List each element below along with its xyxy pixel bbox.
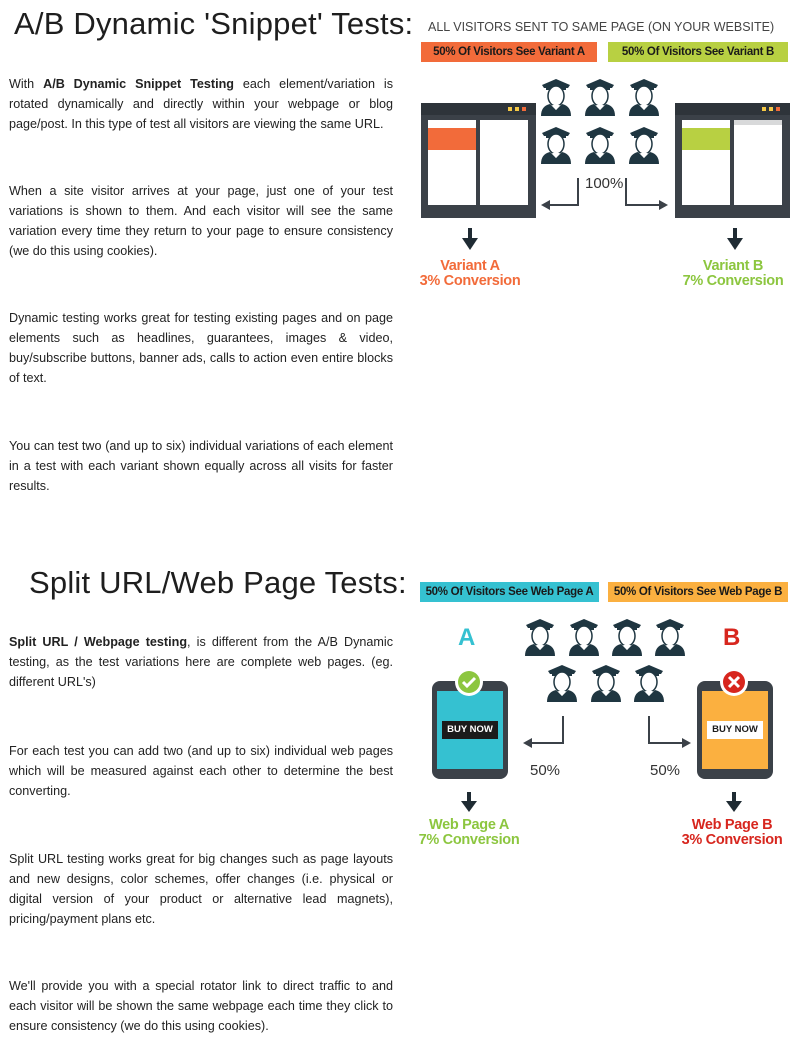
section1-paragraph-2: When a site visitor arrives at your page… [9, 184, 393, 258]
paragraph-bold-text: Split URL / Webpage testing [9, 635, 188, 649]
variant-b-name: Variant B [702, 258, 764, 274]
letter-a: A [458, 624, 476, 651]
buy-now-button-a: BUY NOW [442, 721, 498, 739]
variant-b-conversion: 7% Conversion [682, 273, 784, 289]
down-arrow-icon [462, 228, 478, 250]
variant-a-name: Variant A [440, 258, 500, 274]
paragraph-text: each element/variation is rotated dynami… [9, 77, 394, 131]
letter-b: B [723, 624, 741, 651]
section2-paragraph-2: For each test you can add two (and up to… [9, 744, 393, 798]
section2-paragraph-1: Split URL / Webpage testing, is differen… [9, 632, 393, 692]
variant-a-browser [421, 103, 536, 218]
variant-b-browser [675, 103, 790, 218]
web-page-b-name: Web Page B [691, 817, 773, 833]
section1-paragraph-3: Dynamic testing works great for testing … [9, 311, 393, 385]
down-arrow-icon [461, 792, 477, 812]
split-arrows-icon [548, 178, 661, 206]
down-arrow-icon [726, 792, 742, 812]
web-page-a-conversion: 7% Conversion [418, 832, 520, 848]
down-arrow-icon [727, 228, 743, 250]
section1-paragraph-1: With A/B Dynamic Snippet Testing each el… [9, 74, 393, 134]
variant-a-result: Variant A 3% Conversion [410, 259, 530, 289]
paragraph-text: , is different from the A/B Dynamic test… [9, 635, 393, 689]
diagram1-header: ALL VISITORS SENT TO SAME PAGE (ON YOUR … [428, 20, 775, 34]
visitor-group-icon [540, 78, 660, 165]
web-page-b-tag: 50% Of Visitors See Web Page B [608, 582, 788, 602]
web-page-a-result: Web Page A 7% Conversion [409, 818, 529, 848]
paragraph-bold-text: A/B Dynamic Snippet Testing [43, 77, 234, 91]
buy-now-button-b: BUY NOW [707, 721, 763, 739]
percent-b: 50% [650, 762, 681, 779]
web-page-b-conversion: 3% Conversion [681, 832, 783, 848]
center-percent: 100% [585, 175, 624, 192]
visitor-group-icon [524, 618, 686, 703]
diagram1-graphics [421, 78, 790, 250]
section1-title: A/B Dynamic 'Snippet' Tests: [14, 6, 414, 41]
tablet-b-icon [697, 668, 773, 779]
paragraph-text: With [9, 77, 44, 91]
web-page-a-tag: 50% Of Visitors See Web Page A [420, 582, 599, 602]
split-arrows-icon [530, 716, 684, 744]
section2-paragraph-4: We'll provide you with a special rotator… [9, 979, 393, 1033]
web-page-a-name: Web Page A [429, 817, 509, 833]
variant-a-tag: 50% Of Visitors See Variant A [421, 42, 597, 62]
section2-paragraph-3: Split URL testing works great for big ch… [9, 852, 393, 926]
web-page-b-result: Web Page B 3% Conversion [672, 818, 792, 848]
section2-title: Split URL/Web Page Tests: [29, 565, 407, 600]
ab-test-diagram: ALL VISITORS SENT TO SAME PAGE (ON YOUR … [0, 0, 800, 300]
variant-b-result: Variant B 7% Conversion [673, 259, 793, 289]
percent-a: 50% [530, 762, 561, 779]
variant-b-tag: 50% Of Visitors See Variant B [608, 42, 788, 62]
tablet-a-icon [432, 668, 508, 779]
variant-a-conversion: 3% Conversion [419, 273, 521, 289]
section1-paragraph-4: You can test two (and up to six) individ… [9, 439, 393, 493]
